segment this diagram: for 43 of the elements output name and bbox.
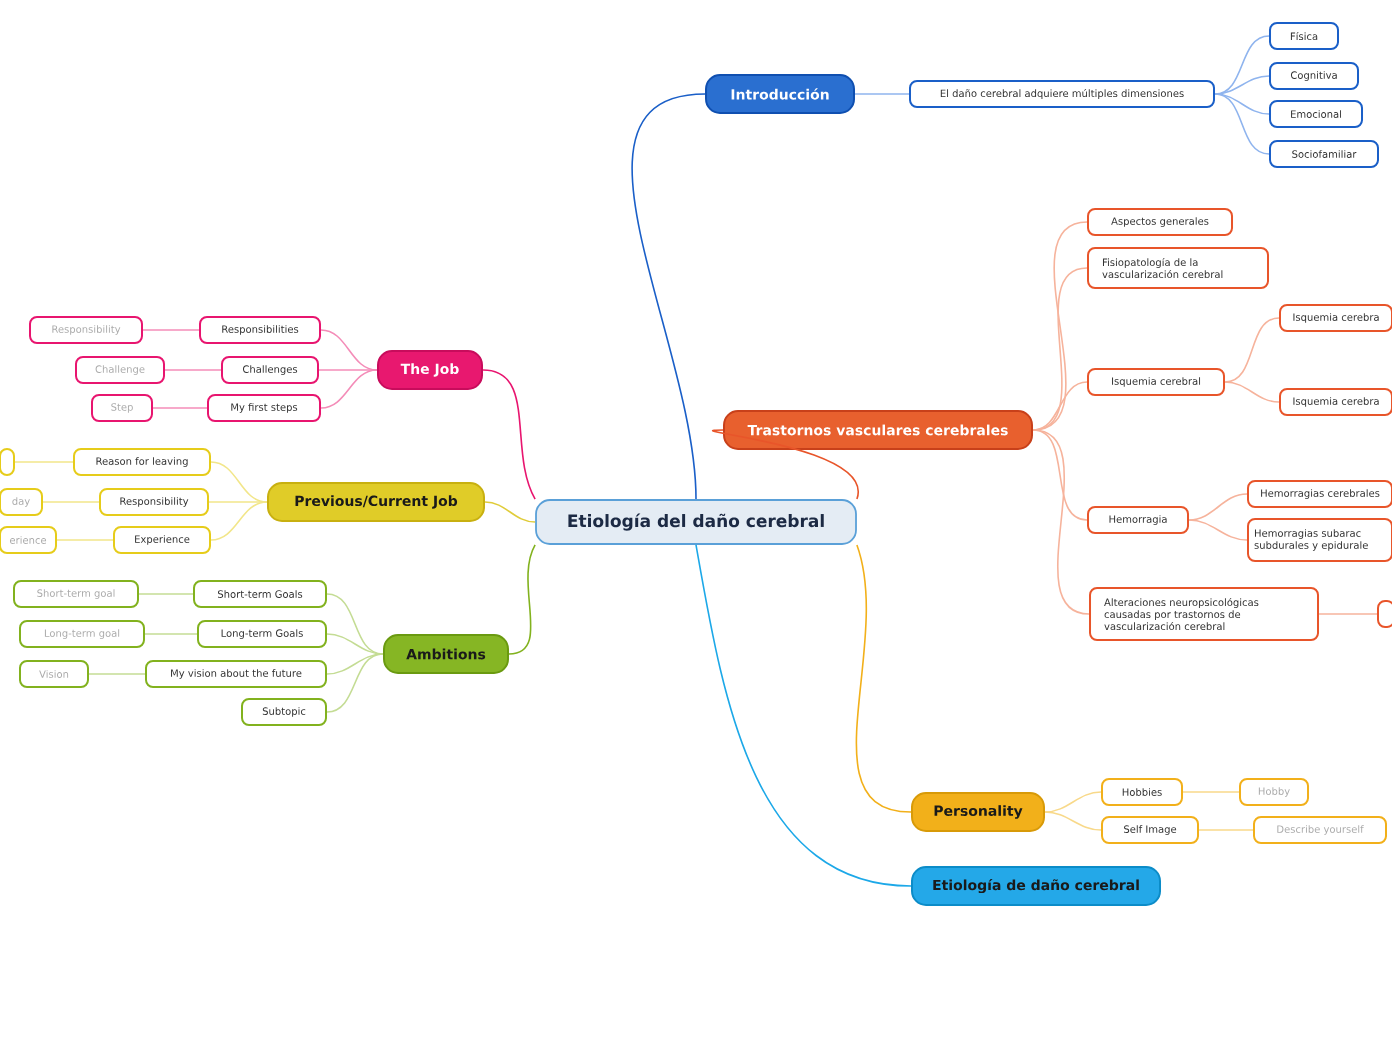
connector-line <box>1182 791 1240 793</box>
connector-line <box>164 369 222 371</box>
connector-line <box>326 633 384 655</box>
connector-line <box>144 633 198 635</box>
connector-line <box>1214 93 1270 155</box>
central-topic-box: Etiología del daño cerebral <box>535 499 857 545</box>
connector-line <box>1198 829 1254 831</box>
connector-line <box>1032 381 1088 431</box>
connector-line <box>208 501 268 503</box>
connector-line <box>326 653 384 713</box>
connector-line <box>484 501 536 523</box>
connector-line <box>854 93 910 95</box>
connector-line <box>42 501 100 503</box>
connector-line <box>138 593 194 595</box>
connector-line <box>152 407 208 409</box>
connector-line <box>631 93 706 500</box>
connector-line <box>210 501 268 541</box>
connector-line <box>1188 519 1248 541</box>
empty-box <box>0 448 15 476</box>
connector-line <box>1032 429 1090 615</box>
connector-line <box>14 461 74 463</box>
connector-line <box>56 539 114 541</box>
connector-line <box>482 369 536 500</box>
connector-line <box>210 461 268 503</box>
connector-line <box>326 593 384 655</box>
connector-line <box>855 544 912 813</box>
empty-box <box>1377 600 1392 628</box>
connector-line <box>712 429 859 500</box>
connector-line <box>1044 811 1102 831</box>
connector-line <box>318 369 378 371</box>
connector-line <box>88 673 146 675</box>
connector-line <box>1224 317 1280 383</box>
connector-line <box>1214 35 1270 95</box>
connector-line <box>142 329 200 331</box>
connector-line <box>320 329 378 371</box>
connector-line <box>1044 791 1102 813</box>
connector-line <box>1214 75 1270 95</box>
connector-line <box>695 544 912 887</box>
connector-line <box>1318 613 1378 615</box>
connector-line <box>1224 381 1280 403</box>
connector-line <box>1188 493 1248 521</box>
connector-line <box>508 544 536 655</box>
connector-line <box>320 369 378 409</box>
